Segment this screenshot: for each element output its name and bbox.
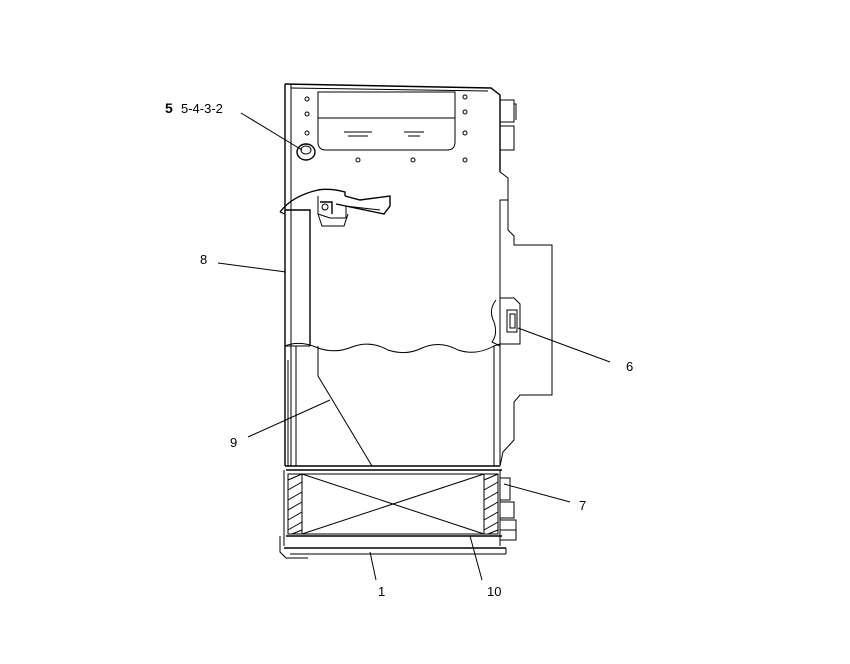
housing-body (284, 83, 553, 467)
fastener-bolt (296, 143, 316, 161)
callout-labels: 5 5-4-3-2 8 6 9 7 1 10 (165, 100, 633, 599)
section-break (284, 297, 521, 354)
leader-5 (240, 112, 303, 151)
callout-5-bold: 5 (165, 100, 173, 116)
leader-lines (217, 112, 611, 581)
leader-7 (503, 483, 571, 503)
leader-1 (369, 551, 377, 581)
callout-1: 1 (378, 584, 385, 599)
callout-9: 9 (230, 435, 237, 450)
leader-8 (217, 262, 287, 273)
latch-clamp (279, 188, 391, 227)
leader-10 (469, 535, 483, 581)
filter-element (279, 469, 517, 559)
callout-8: 8 (200, 252, 207, 267)
inner-funnel (287, 346, 495, 467)
callout-7: 7 (579, 498, 586, 513)
callout-5-4-3-2: 5-4-3-2 (181, 101, 223, 116)
callout-6: 6 (626, 359, 633, 374)
callout-10: 10 (487, 584, 501, 599)
leader-9 (247, 399, 331, 438)
outer-shield (285, 209, 311, 347)
leader-6 (517, 327, 611, 363)
top-panel (304, 91, 468, 163)
